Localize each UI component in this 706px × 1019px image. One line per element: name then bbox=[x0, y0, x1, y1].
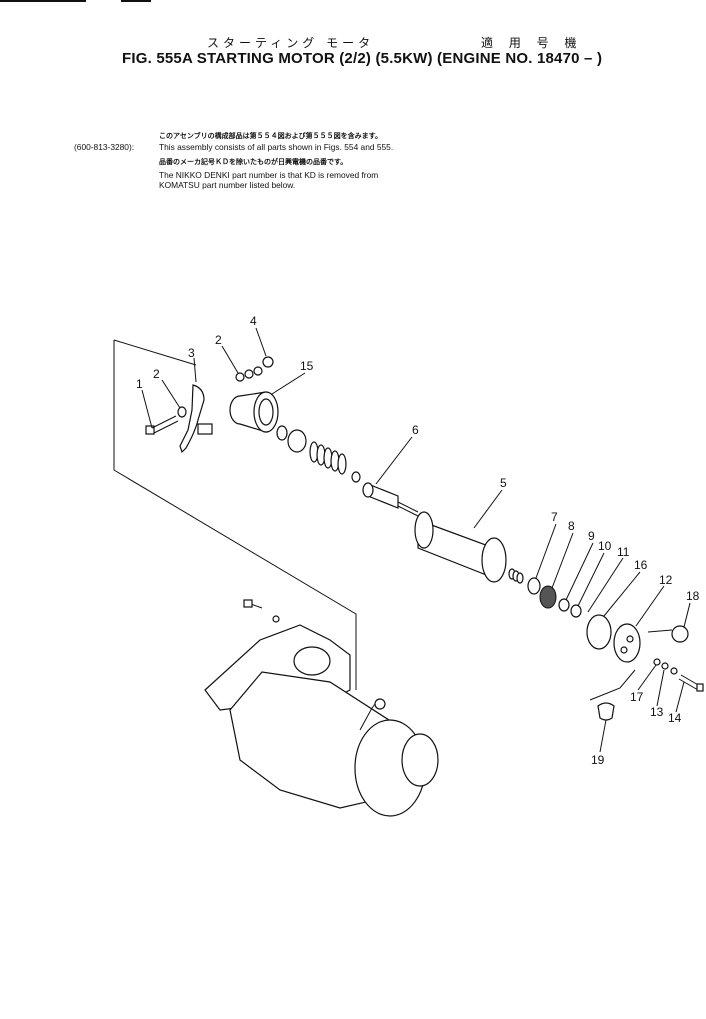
washer-part-2b bbox=[235, 372, 245, 382]
spring-part-7 bbox=[508, 568, 524, 584]
callout-19: 19 bbox=[591, 753, 605, 767]
callout-6: 6 bbox=[412, 423, 419, 437]
terminal-cap-part-18 bbox=[647, 625, 689, 643]
shift-lever-part-3 bbox=[179, 384, 205, 454]
callout-1: 1 bbox=[136, 377, 143, 391]
note-japanese-2: 品番のメーカ記号ＫＤを除いたものが日興電機の品番です。 bbox=[159, 159, 348, 166]
callout-12: 12 bbox=[659, 573, 673, 587]
callout-16: 16 bbox=[634, 558, 648, 572]
terminal-boot-part-19 bbox=[589, 669, 636, 721]
seal-ring-b bbox=[287, 429, 307, 453]
washer-part-2c bbox=[244, 369, 254, 379]
header-rule-left bbox=[0, 0, 86, 2]
callout-14: 14 bbox=[668, 711, 682, 725]
header-rule-right bbox=[121, 0, 151, 2]
assembly-bracket-top bbox=[113, 339, 197, 366]
callout-9: 9 bbox=[588, 529, 595, 543]
return-spring bbox=[309, 441, 347, 475]
callout-4: 4 bbox=[250, 314, 257, 328]
assembly-bracket-left bbox=[113, 340, 357, 690]
washer-part-17 bbox=[653, 658, 661, 666]
callout-2a: 2 bbox=[153, 367, 160, 381]
washer-part-13 bbox=[661, 662, 669, 670]
switch-housing-part-15 bbox=[229, 391, 279, 433]
plunger-shaft-part-6 bbox=[362, 482, 419, 517]
seal-ring-a bbox=[276, 425, 288, 441]
washer-part-13b bbox=[670, 667, 678, 675]
washer-part-2d bbox=[253, 366, 263, 376]
callout-labels: 1 2 2 3 4 5 6 7 8 9 10 11 12 13 14 15 16… bbox=[136, 314, 700, 767]
callout-3: 3 bbox=[188, 346, 195, 360]
washer-part-10 bbox=[570, 604, 582, 618]
applicable-models-japanese: 適 用 号 機 bbox=[481, 36, 583, 50]
nut-part-4 bbox=[262, 356, 274, 368]
assembly-part-number: (600-813-3280): bbox=[74, 142, 135, 152]
small-washer bbox=[351, 471, 361, 483]
o-ring-part-16 bbox=[586, 614, 612, 650]
note-japanese-1: このアセンブリの構成部品は第５５４図および第５５５図を含みます。 bbox=[159, 133, 382, 140]
washer-part-9 bbox=[558, 598, 570, 612]
callout-13: 13 bbox=[650, 705, 664, 719]
ring-part-7 bbox=[527, 577, 541, 595]
gear-part-8 bbox=[539, 585, 557, 609]
leader-lines bbox=[141, 327, 691, 753]
callout-2b: 2 bbox=[215, 333, 222, 347]
callout-11: 11 bbox=[617, 545, 630, 559]
callout-7: 7 bbox=[551, 510, 558, 524]
end-cover-part-12 bbox=[613, 623, 641, 663]
callout-17: 17 bbox=[630, 690, 644, 704]
lever-pin-part-3b bbox=[197, 423, 213, 435]
note-line-1: This assembly consists of all parts show… bbox=[159, 142, 394, 152]
callout-10: 10 bbox=[598, 539, 612, 553]
bolt-part-1 bbox=[145, 415, 179, 435]
callout-8: 8 bbox=[568, 519, 575, 533]
bolt-part-14 bbox=[678, 674, 704, 692]
yoke-part-5 bbox=[414, 511, 507, 583]
starting-motor-assembly bbox=[204, 599, 439, 817]
note-line-3: The NIKKO DENKI part number is that KD i… bbox=[159, 170, 379, 180]
callout-5: 5 bbox=[500, 476, 507, 490]
callout-15: 15 bbox=[300, 359, 314, 373]
callout-18: 18 bbox=[686, 589, 700, 603]
figure-title: FIG. 555A STARTING MOTOR (2/2) (5.5KW) (… bbox=[122, 50, 603, 67]
washer-part-2a bbox=[177, 406, 187, 418]
note-line-4: KOMATSU part number listed below. bbox=[159, 180, 296, 190]
title-japanese: スターティング モータ bbox=[207, 36, 375, 50]
